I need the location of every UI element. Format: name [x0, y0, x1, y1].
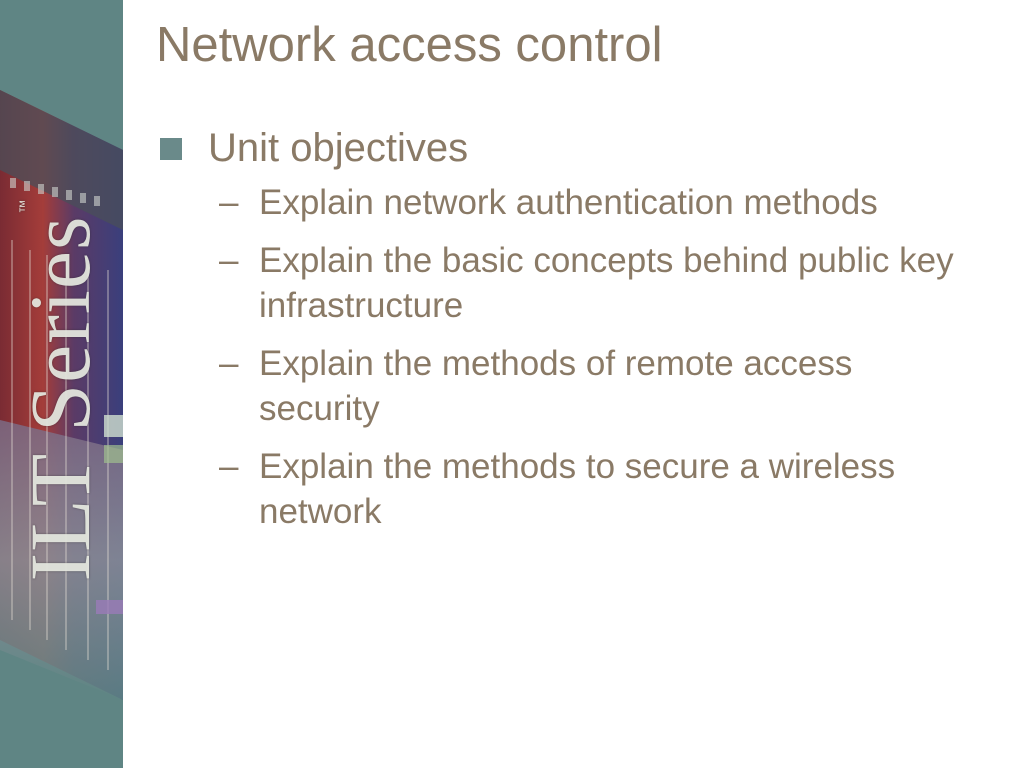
objective-text: Explain network authentication methods	[259, 183, 878, 222]
objective-text: Explain the methods of remote access sec…	[259, 344, 853, 428]
objectives-list: – Explain network authentication methods…	[156, 180, 1006, 534]
bullet-unit-objectives: Unit objectives	[156, 124, 1006, 172]
sidebar-photo-collage	[0, 0, 123, 768]
brand-series-name: ILT Series	[12, 215, 108, 582]
bullet-label: Unit objectives	[208, 126, 469, 170]
list-item: – Explain network authentication methods	[156, 180, 964, 225]
dash-marker: –	[219, 447, 239, 486]
list-item: – Explain the methods of remote access s…	[156, 341, 964, 431]
dash-marker: –	[219, 241, 239, 280]
objective-text: Explain the methods to secure a wireless…	[259, 447, 896, 531]
objective-text: Explain the basic concepts behind public…	[259, 241, 954, 325]
dash-marker: –	[219, 344, 239, 383]
brand-sidebar: ILT Series™	[0, 0, 123, 768]
slide-content: Network access control Unit objectives –…	[156, 14, 1006, 547]
ilt-series-logo: ILT Series™	[12, 198, 108, 582]
list-item: – Explain the methods to secure a wirele…	[156, 444, 964, 534]
square-bullet-icon	[160, 138, 182, 160]
slide-title: Network access control	[156, 18, 663, 72]
trademark-symbol: ™	[16, 198, 32, 214]
list-item: – Explain the basic concepts behind publ…	[156, 238, 964, 328]
dash-marker: –	[219, 183, 239, 222]
